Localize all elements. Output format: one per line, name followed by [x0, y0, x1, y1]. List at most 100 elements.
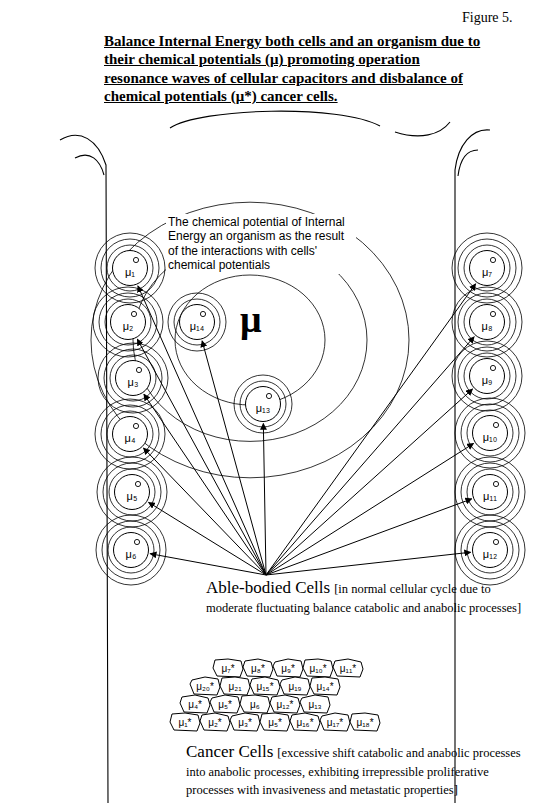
resonance-wave [458, 239, 516, 297]
cell-circle: μ₆ [113, 532, 149, 568]
cancer-cell: μ₂₀* [190, 677, 220, 695]
potential-label: μ₅ [127, 490, 138, 502]
cancer-cell: μ₁₃ [300, 695, 330, 713]
cancer-cell: μ₂* [200, 713, 230, 731]
cell-circle: μ₁₄ [179, 304, 215, 340]
potential-arrow [202, 341, 266, 575]
potential-label: μ₁₉ [288, 681, 301, 692]
potential-label: μ₁₈* [356, 717, 373, 728]
potential-label: μ₁₃ [256, 402, 271, 414]
group-heading: Able-bodied Cells [206, 578, 330, 597]
resonance-wave [458, 293, 516, 351]
resonance-wave [461, 404, 519, 462]
potential-arrow [143, 448, 266, 575]
potential-label: μ₉* [281, 663, 295, 674]
resonance-wave [455, 398, 525, 468]
cell-circle: μ₇ [469, 250, 505, 286]
nucleus [492, 538, 500, 546]
potential-label: μ₁₄* [316, 681, 333, 692]
cancer-cell: μ₆ [240, 695, 270, 713]
cell-circle: μ₁ [112, 250, 148, 286]
potential-arrow [150, 554, 266, 575]
potential-label: μ₅* [218, 699, 232, 710]
resonance-wave [101, 405, 159, 463]
potential-label: μ₇* [221, 663, 234, 674]
potential-label: μ₈* [251, 663, 265, 674]
resonance-wave [104, 349, 162, 407]
potential-label: μ₄* [188, 699, 202, 710]
resonance-wave [105, 299, 151, 345]
resonance-wave [101, 239, 159, 297]
body-outline [60, 135, 108, 803]
resonance-wave [455, 515, 525, 585]
potential-label: μ₂ [123, 320, 134, 332]
figure-number: Figure 5. [462, 10, 542, 26]
cancer-cell: μ₅* [260, 713, 290, 731]
cancer-cell: μ₁₄* [310, 677, 340, 695]
potential-label: μ₁₀ [483, 431, 498, 443]
nucleus [199, 310, 207, 318]
nucleus [133, 538, 141, 546]
resonance-wave [168, 293, 226, 351]
group-heading: Cancer Cells [186, 742, 273, 761]
potential-label: μ₉ [482, 374, 493, 386]
potential-label: μ₁ [125, 266, 135, 278]
potential-arrow [137, 339, 266, 575]
resonance-wave [109, 469, 155, 515]
potential-arrow [266, 552, 471, 575]
figure-title: Balance Internal Energy both cells and a… [104, 32, 484, 105]
nucleus [489, 364, 497, 372]
cancer-cell: μ₁₆* [290, 713, 320, 731]
potential-arrow [144, 394, 266, 575]
resonance-wave [93, 287, 163, 357]
resonance-wave [464, 299, 510, 345]
resonance-wave [467, 527, 513, 573]
resonance-wave [110, 355, 156, 401]
resonance-wave [102, 521, 160, 579]
potential-label: μ₂₁ [228, 681, 241, 692]
potential-wave [91, 202, 409, 478]
potential-label: μ₆ [250, 699, 260, 710]
potential-arrow [266, 337, 474, 575]
cell-group-label: Able-bodied Cells[in normal cellular cyc… [206, 576, 524, 618]
cancer-cell: μ₁₈* [350, 713, 380, 731]
potential-label: μ₁₀* [309, 663, 326, 674]
cell-circle: μ₅ [114, 474, 150, 510]
potential-label: μ₅* [268, 717, 282, 728]
resonance-wave [95, 233, 165, 303]
potential-label: μ₈ [482, 320, 493, 332]
potential-label: μ₂* [208, 717, 222, 728]
nucleus [492, 421, 500, 429]
resonance-wave [464, 353, 510, 399]
cancer-caption: Cancer Cells[excessive shift catabolic a… [186, 742, 538, 798]
potential-label: μ₁₂* [277, 699, 294, 710]
potential-arrow [266, 443, 474, 575]
resonance-wave [452, 233, 522, 303]
potential-label: μ₁₁ [483, 490, 497, 502]
organism-note: The chemical potential of Internal Energ… [166, 214, 356, 274]
potential-label: μ₁₄ [190, 320, 205, 332]
potential-label: μ₂₀* [196, 681, 214, 692]
potential-label: μ₇ [482, 266, 492, 278]
resonance-wave [103, 463, 161, 521]
nucleus [492, 480, 500, 488]
nucleus [489, 256, 497, 264]
cancer-cell: μ₁₅* [250, 677, 280, 695]
cell-circle: μ₉ [469, 358, 505, 394]
cancer-cell: μ₇* [213, 659, 243, 677]
cancer-cell: μ₄* [180, 695, 210, 713]
potential-arrow [266, 389, 473, 575]
cell-circle: μ₂ [110, 304, 146, 340]
resonance-wave [174, 299, 220, 345]
shoulder-curve [458, 150, 478, 176]
potential-label: μ₁₃ [308, 699, 321, 710]
resonance-wave [99, 293, 157, 351]
cell-circle: μ₈ [469, 304, 505, 340]
nucleus [134, 480, 142, 488]
cancer-cell: μ₁₀* [303, 659, 333, 677]
potential-label: μ₁₆* [296, 717, 313, 728]
nucleus [135, 366, 143, 374]
resonance-wave [452, 287, 522, 357]
potential-label: μ₄ [125, 432, 136, 444]
cancer-cell: μ₈* [243, 659, 273, 677]
